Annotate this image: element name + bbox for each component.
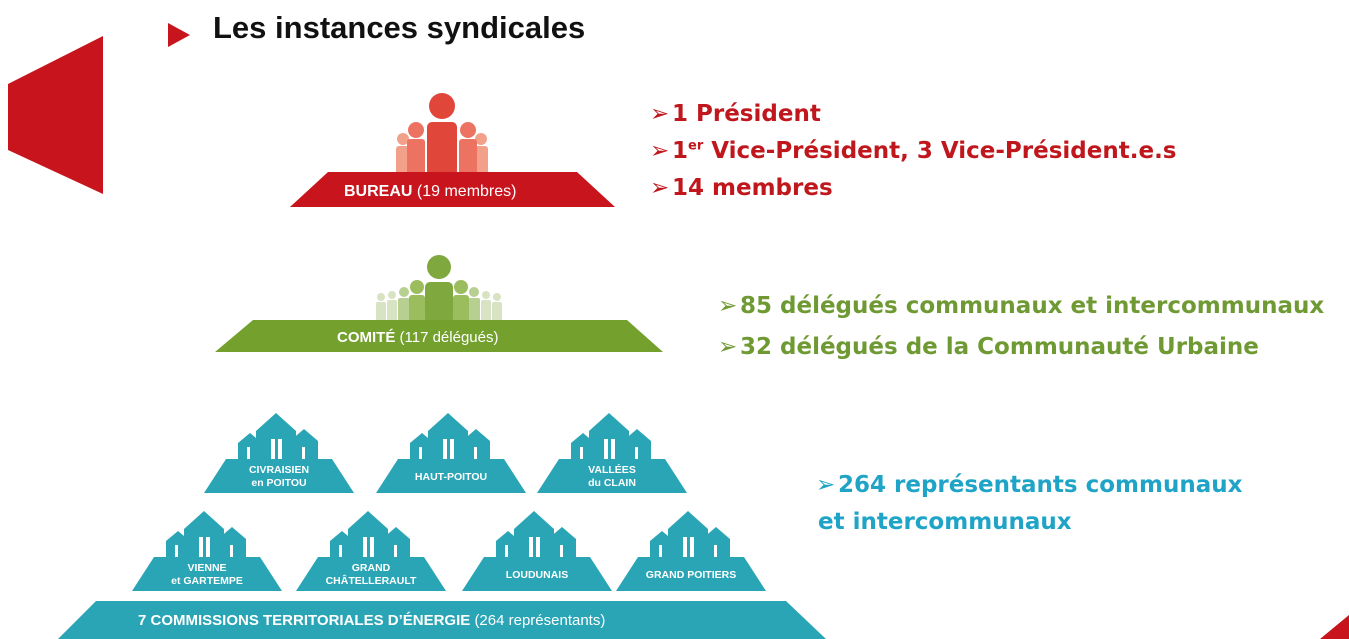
- bottom-right-red-shape: [1320, 615, 1349, 639]
- page-title: Les instances syndicales: [213, 10, 586, 45]
- cte-banner-label: 7 COMMISSIONS TERRITORIALES D’ÉNERGIE (2…: [138, 612, 605, 629]
- houses-icon: [462, 511, 612, 591]
- arrowhead-bullet-icon: ➢: [816, 472, 836, 498]
- houses-icon: [132, 511, 282, 591]
- cte-label: 7 COMMISSIONS TERRITORIALES D’ÉNERGIE: [138, 612, 471, 629]
- territory-label-line: GRAND: [351, 562, 391, 574]
- houses-icon: [376, 413, 526, 493]
- territory-label-line: du CLAIN: [588, 477, 636, 489]
- bureau-label: BUREAU: [344, 183, 413, 200]
- houses-icon: [616, 511, 766, 591]
- houses-icon: [204, 413, 354, 493]
- cte-banner-shape: [58, 601, 826, 639]
- territory-label-line: et GARTEMPE: [171, 575, 243, 587]
- territory-label: GRAND POITIERS: [616, 569, 766, 582]
- bureau-banner-shape: [290, 172, 615, 207]
- territory-label-line: CIVRAISIEN: [248, 464, 310, 476]
- bureau-banner-label: BUREAU (19 membres): [344, 183, 516, 201]
- territory-label-line: LOUDUNAIS: [505, 568, 569, 581]
- territory-label-line: VIENNE: [187, 562, 227, 574]
- list-item: ➢32 délégués de la Communauté Urbaine: [718, 334, 1259, 360]
- territory-label-line: HAUT-POITOU: [414, 470, 488, 483]
- arrowhead-bullet-icon: ➢: [650, 138, 670, 164]
- cte-count: (264 représentants): [474, 612, 606, 629]
- arrowhead-bullet-icon: ➢: [718, 293, 738, 319]
- arrowhead-bullet-icon: ➢: [718, 334, 738, 360]
- territory-label-line: CHÂTELLERAULT: [325, 575, 417, 587]
- people-group-icon: [376, 255, 502, 324]
- list-item: et intercommunaux: [818, 509, 1072, 535]
- list-item: ➢264 représentants communaux: [816, 472, 1243, 498]
- bureau-count: (19 membres): [416, 183, 517, 200]
- territory-label-line: en POITOU: [251, 477, 307, 489]
- comite-count: (117 délégués): [399, 329, 499, 346]
- list-item: ➢14 membres: [650, 175, 833, 201]
- arrowhead-bullet-icon: ➢: [650, 101, 670, 127]
- territory-label-line: VALLÉES: [588, 464, 636, 476]
- comite-label: COMITÉ: [337, 329, 396, 346]
- left-red-shape: [8, 36, 103, 194]
- territory-label: HAUT-POITOU: [376, 471, 526, 484]
- houses-icon: [537, 413, 687, 493]
- comite-banner-shape: [215, 320, 663, 352]
- list-item: ➢85 délégués communaux et intercommunaux: [718, 293, 1325, 319]
- houses-icon: [296, 511, 446, 591]
- territory-label-line: GRAND POITIERS: [645, 568, 737, 581]
- right-triangle-icon: [168, 23, 190, 47]
- comite-banner-label: COMITÉ (117 délégués): [337, 329, 498, 346]
- territory-label: LOUDUNAIS: [462, 569, 612, 582]
- list-item: ➢1er Vice-Président, 3 Vice-Président.e.…: [650, 138, 1177, 164]
- list-item: ➢1 Président: [650, 101, 821, 127]
- people-group-icon: [396, 93, 488, 176]
- arrowhead-bullet-icon: ➢: [650, 175, 670, 201]
